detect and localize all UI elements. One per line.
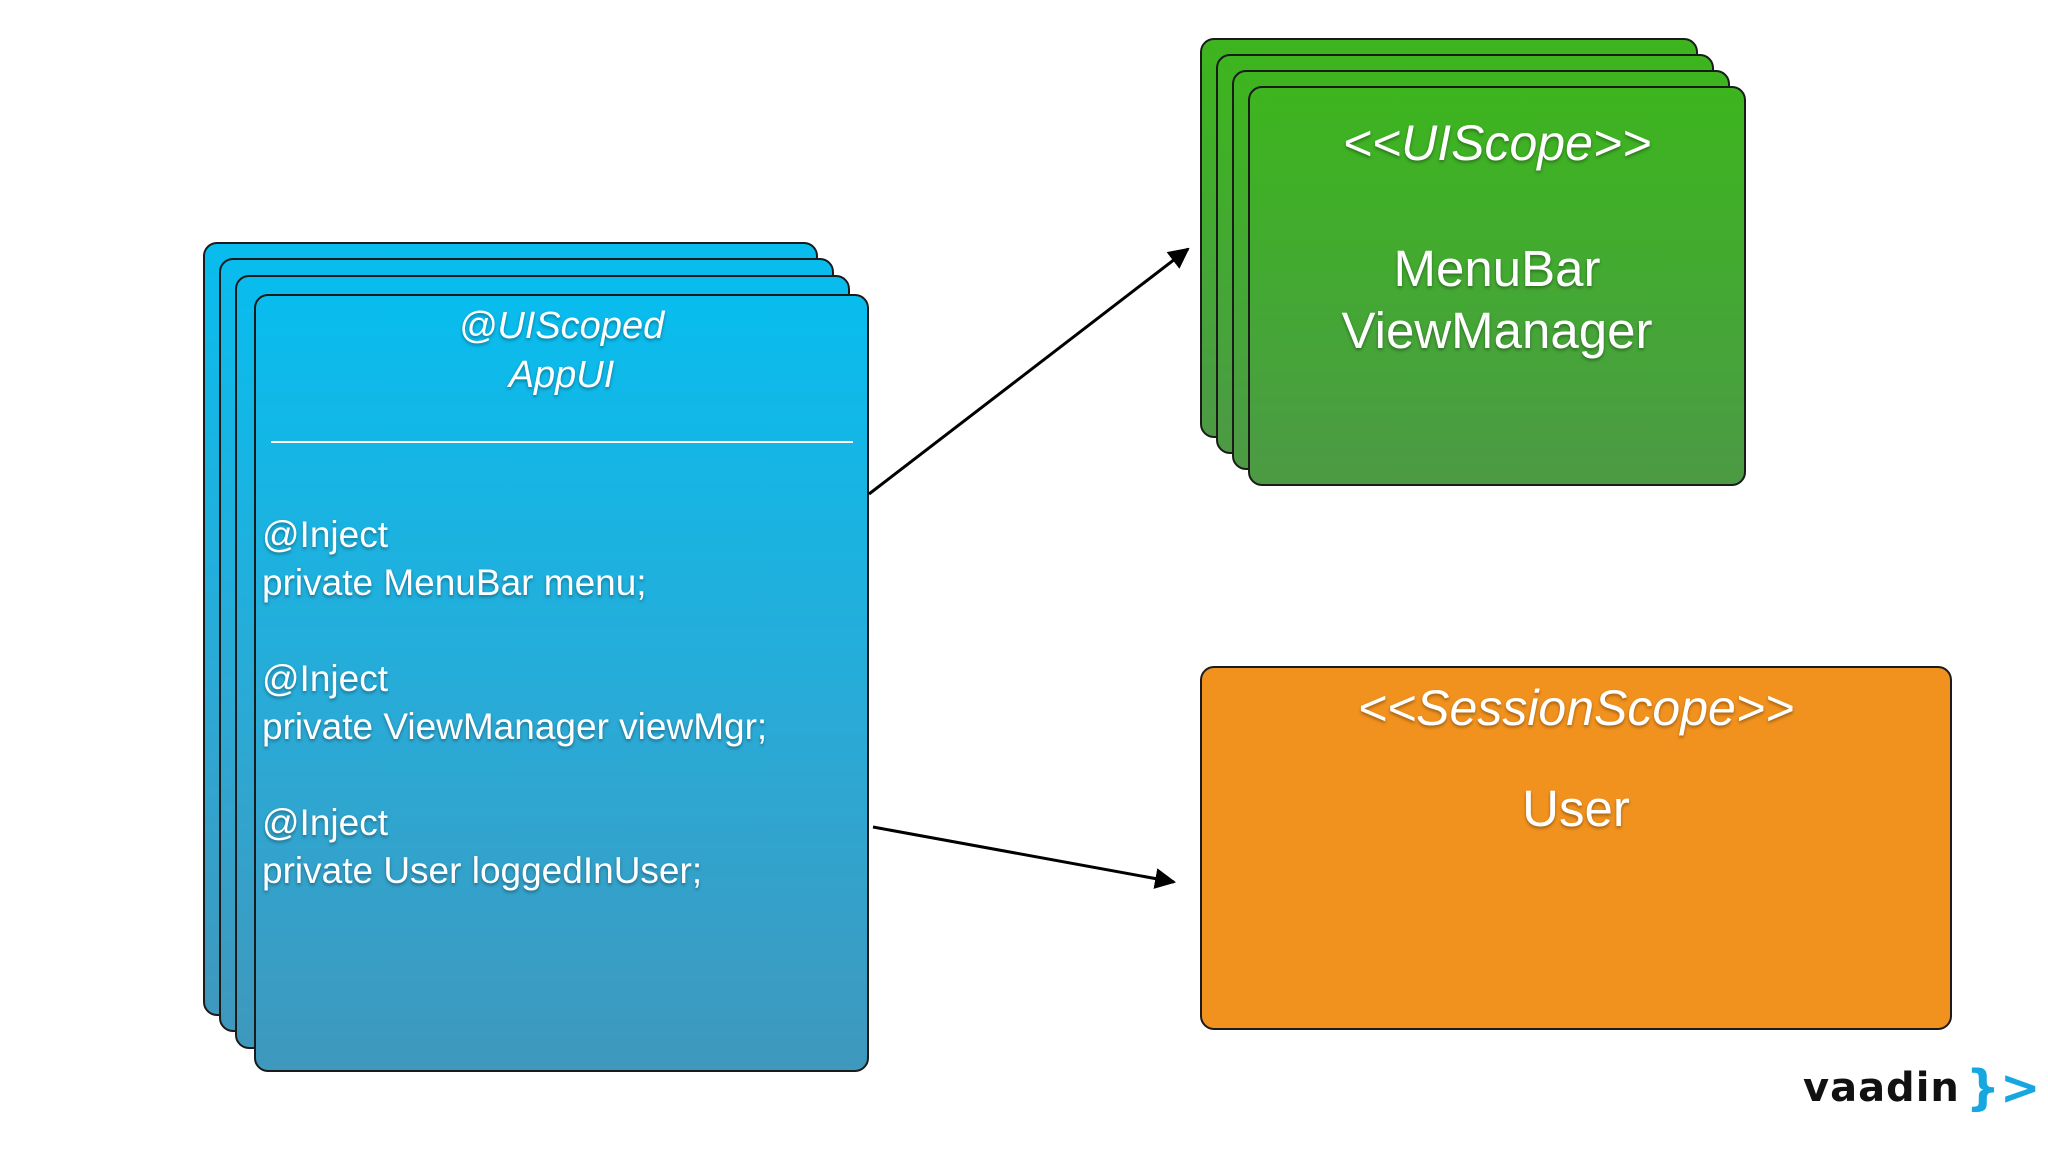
app-ui-annotation: @UIScoped (458, 305, 665, 347)
ui-scope-card (1248, 86, 1746, 486)
app-ui-header: @UIScoped AppUI (254, 302, 869, 400)
vaadin-logo: vaadin }> (1803, 1060, 2040, 1116)
vaadin-mark-icon: }> (1965, 1060, 2041, 1116)
field-annotation: @Inject (262, 802, 388, 843)
app-ui-card (254, 294, 869, 1072)
ui-scope-stereotype: <<UIScope>> (1342, 115, 1652, 171)
vaadin-wordmark: vaadin (1803, 1065, 1960, 1111)
arrow-to-ui-scope (868, 247, 1190, 496)
session-scope-bean-user: User (1522, 780, 1630, 837)
app-ui-divider (271, 441, 853, 443)
field-annotation: @Inject (262, 514, 388, 555)
ui-scope-beans: MenuBar ViewManager (1248, 238, 1746, 362)
field-declaration: private User loggedInUser; (262, 850, 703, 891)
app-ui-class-name: AppUI (508, 354, 615, 396)
ui-scope-bean-viewmanager: ViewManager (1341, 302, 1653, 359)
field-block-user: @Inject private User loggedInUser; (262, 799, 702, 895)
field-declaration: private ViewManager viewMgr; (262, 706, 768, 747)
field-annotation: @Inject (262, 658, 388, 699)
field-declaration: private MenuBar menu; (262, 562, 647, 603)
field-block-view-manager: @Inject private ViewManager viewMgr; (262, 655, 767, 751)
session-scope-card (1200, 666, 1952, 1030)
ui-scope-bean-menubar: MenuBar (1393, 240, 1601, 297)
arrow-to-session-scope (872, 825, 1177, 889)
field-block-menu: @Inject private MenuBar menu; (262, 511, 647, 607)
session-scope-stereotype: <<SessionScope>> (1357, 680, 1795, 736)
